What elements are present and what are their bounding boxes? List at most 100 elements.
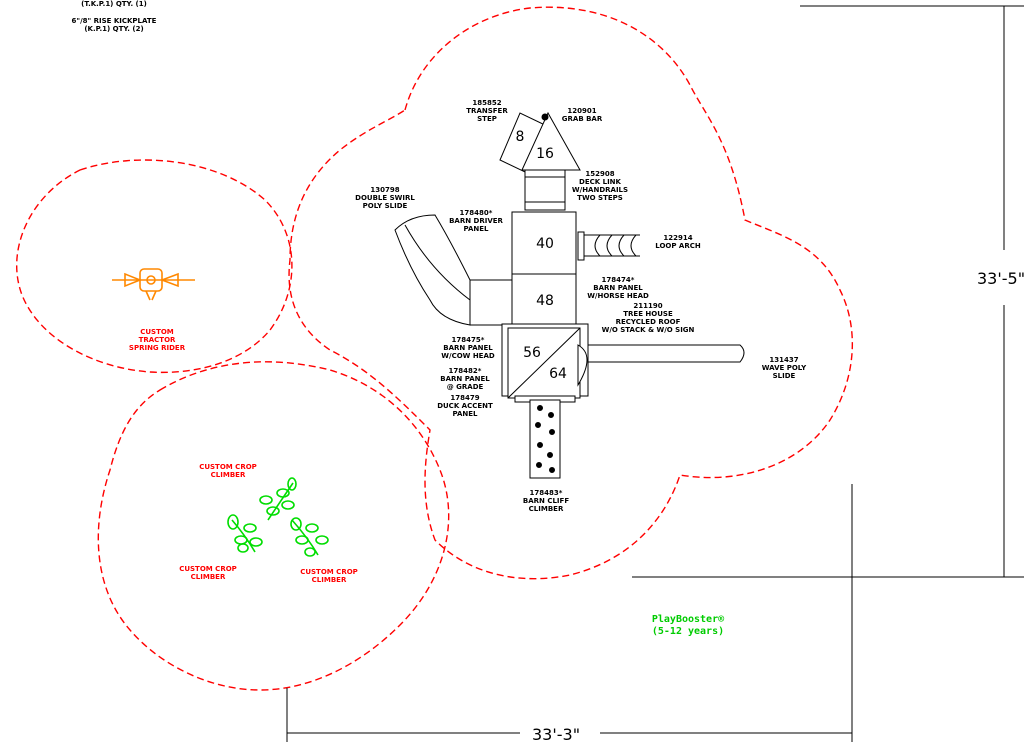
svg-text:DECK LINK: DECK LINK — [579, 178, 622, 186]
component-labels: 185852 TRANSFER STEP 120901 GRAB BAR 152… — [129, 99, 807, 584]
brand-ages: (5-12 years) — [652, 626, 724, 637]
svg-text:CLIMBER: CLIMBER — [529, 505, 564, 513]
deck-number-8: 8 — [516, 129, 525, 145]
svg-text:TRACTOR: TRACTOR — [139, 336, 176, 344]
label-wave-slide: 131437 WAVE POLY SLIDE — [762, 356, 807, 380]
svg-text:WAVE POLY: WAVE POLY — [762, 364, 807, 372]
svg-text:CLIMBER: CLIMBER — [191, 573, 226, 581]
label-tree-house: 211190 TREE HOUSE RECYCLED ROOF W/O STAC… — [602, 302, 695, 334]
crop-climbers — [227, 477, 329, 557]
tractor-spring-rider — [112, 268, 195, 301]
svg-text:TRANSFER: TRANSFER — [466, 107, 508, 115]
svg-text:POLY SLIDE: POLY SLIDE — [363, 202, 408, 210]
deck-number-48: 48 — [536, 293, 554, 309]
svg-text:BARN PANEL: BARN PANEL — [440, 375, 490, 383]
svg-text:DOUBLE SWIRL: DOUBLE SWIRL — [355, 194, 415, 202]
dimension-lines — [286, 5, 1024, 742]
svg-text:RECYCLED ROOF: RECYCLED ROOF — [616, 318, 681, 326]
header-note-2: 6"/8" RISE KICKPLATE — [72, 17, 157, 25]
label-horse-panel: 178474* BARN PANEL W/HORSE HEAD — [587, 276, 649, 300]
label-grade-panel: 178482* BARN PANEL @ GRADE 178479 DUCK A… — [437, 367, 493, 418]
svg-text:CUSTOM CROP: CUSTOM CROP — [300, 568, 358, 576]
label-crop-climber-right: CUSTOM CROP CLIMBER — [300, 568, 358, 584]
svg-text:178475*: 178475* — [452, 336, 485, 344]
svg-text:131437: 131437 — [769, 356, 798, 364]
deck-number-56: 56 — [523, 345, 541, 361]
svg-text:W/HANDRAILS: W/HANDRAILS — [572, 186, 628, 194]
label-crop-climber-top: CUSTOM CROP CLIMBER — [199, 463, 257, 479]
svg-text:DUCK ACCENT: DUCK ACCENT — [437, 402, 493, 410]
svg-text:178483*: 178483* — [530, 489, 563, 497]
label-driver-panel: 178480* BARN DRIVER PANEL — [449, 209, 503, 233]
svg-text:TWO STEPS: TWO STEPS — [577, 194, 623, 202]
label-swirl-slide: 130798 DOUBLE SWIRL POLY SLIDE — [355, 186, 415, 210]
svg-text:178479: 178479 — [450, 394, 479, 402]
label-loop-arch: 122914 LOOP ARCH — [655, 234, 701, 250]
svg-text:STEP: STEP — [477, 115, 497, 123]
svg-text:W/O STACK & W/O SIGN: W/O STACK & W/O SIGN — [602, 326, 695, 334]
climber-holds — [535, 405, 555, 473]
svg-text:PANEL: PANEL — [463, 225, 489, 233]
height-dimension: 33'-5" — [977, 269, 1025, 288]
svg-text:BARN CLIFF: BARN CLIFF — [523, 497, 569, 505]
header-notes: (T.K.P.1) QTY. (1) 6"/8" RISE KICKPLATE … — [72, 0, 157, 33]
deck-link — [524, 169, 566, 211]
svg-text:TREE HOUSE: TREE HOUSE — [623, 310, 673, 318]
label-spring-rider: CUSTOM TRACTOR SPRING RIDER — [129, 328, 186, 352]
brand-name: PlayBooster® — [652, 614, 725, 625]
svg-text:CUSTOM CROP: CUSTOM CROP — [199, 463, 257, 471]
label-transfer-step: 185852 TRANSFER STEP — [466, 99, 508, 123]
crop-climber-left — [227, 514, 263, 553]
double-swirl-slide — [394, 214, 471, 326]
svg-text:CUSTOM CROP: CUSTOM CROP — [179, 565, 237, 573]
use-zone-boundaries — [16, 6, 854, 691]
svg-text:W/COW HEAD: W/COW HEAD — [441, 352, 495, 360]
grab-bar — [541, 113, 549, 121]
svg-text:178480*: 178480* — [460, 209, 493, 217]
loop-arch — [577, 231, 640, 261]
label-cow-panel: 178475* BARN PANEL W/COW HEAD — [441, 336, 495, 360]
use-zone-main — [288, 6, 854, 580]
deck-number-16: 16 — [536, 146, 554, 162]
svg-text:PANEL: PANEL — [452, 410, 478, 418]
svg-text:211190: 211190 — [633, 302, 662, 310]
header-note-3: (K.P.1) QTY. (2) — [84, 25, 143, 33]
label-grab-bar: 120901 GRAB BAR — [562, 107, 603, 123]
cliff-climber — [529, 399, 561, 479]
width-dimension: 33'-3" — [532, 725, 580, 742]
deck-number-64: 64 — [549, 366, 567, 382]
svg-text:SLIDE: SLIDE — [773, 372, 796, 380]
svg-text:W/HORSE HEAD: W/HORSE HEAD — [587, 292, 649, 300]
use-zone-spring-rider — [16, 159, 293, 374]
svg-text:185852: 185852 — [472, 99, 501, 107]
label-deck-link: 152908 DECK LINK W/HANDRAILS TWO STEPS — [572, 170, 628, 202]
svg-text:SPRING RIDER: SPRING RIDER — [129, 344, 186, 352]
svg-text:152908: 152908 — [585, 170, 614, 178]
svg-text:122914: 122914 — [663, 234, 692, 242]
label-crop-climber-left: CUSTOM CROP CLIMBER — [179, 565, 237, 581]
svg-text:120901: 120901 — [567, 107, 596, 115]
svg-text:LOOP ARCH: LOOP ARCH — [655, 242, 701, 250]
deck-numbers: 8 16 40 48 56 64 — [516, 129, 567, 382]
svg-text:CLIMBER: CLIMBER — [312, 576, 347, 584]
crop-climber-top — [259, 477, 297, 521]
slide-entry — [464, 279, 513, 326]
svg-text:BARN DRIVER: BARN DRIVER — [449, 217, 503, 225]
deck-40 — [511, 211, 577, 275]
deck-number-40: 40 — [536, 236, 554, 252]
svg-text:BARN PANEL: BARN PANEL — [443, 344, 493, 352]
wave-slide — [587, 344, 745, 363]
svg-text:130798: 130798 — [370, 186, 399, 194]
use-zone-crop-climbers — [97, 361, 450, 691]
svg-text:BARN PANEL: BARN PANEL — [593, 284, 643, 292]
svg-text:@ GRADE: @ GRADE — [447, 383, 484, 391]
header-note-1: (T.K.P.1) QTY. (1) — [81, 0, 147, 8]
svg-text:178482*: 178482* — [449, 367, 482, 375]
crop-climber-right — [290, 517, 329, 557]
svg-text:GRAB BAR: GRAB BAR — [562, 115, 603, 123]
svg-text:CUSTOM: CUSTOM — [140, 328, 174, 336]
play-structure — [394, 111, 745, 479]
svg-text:CLIMBER: CLIMBER — [211, 471, 246, 479]
label-cliff-climber: 178483* BARN CLIFF CLIMBER — [523, 489, 569, 513]
